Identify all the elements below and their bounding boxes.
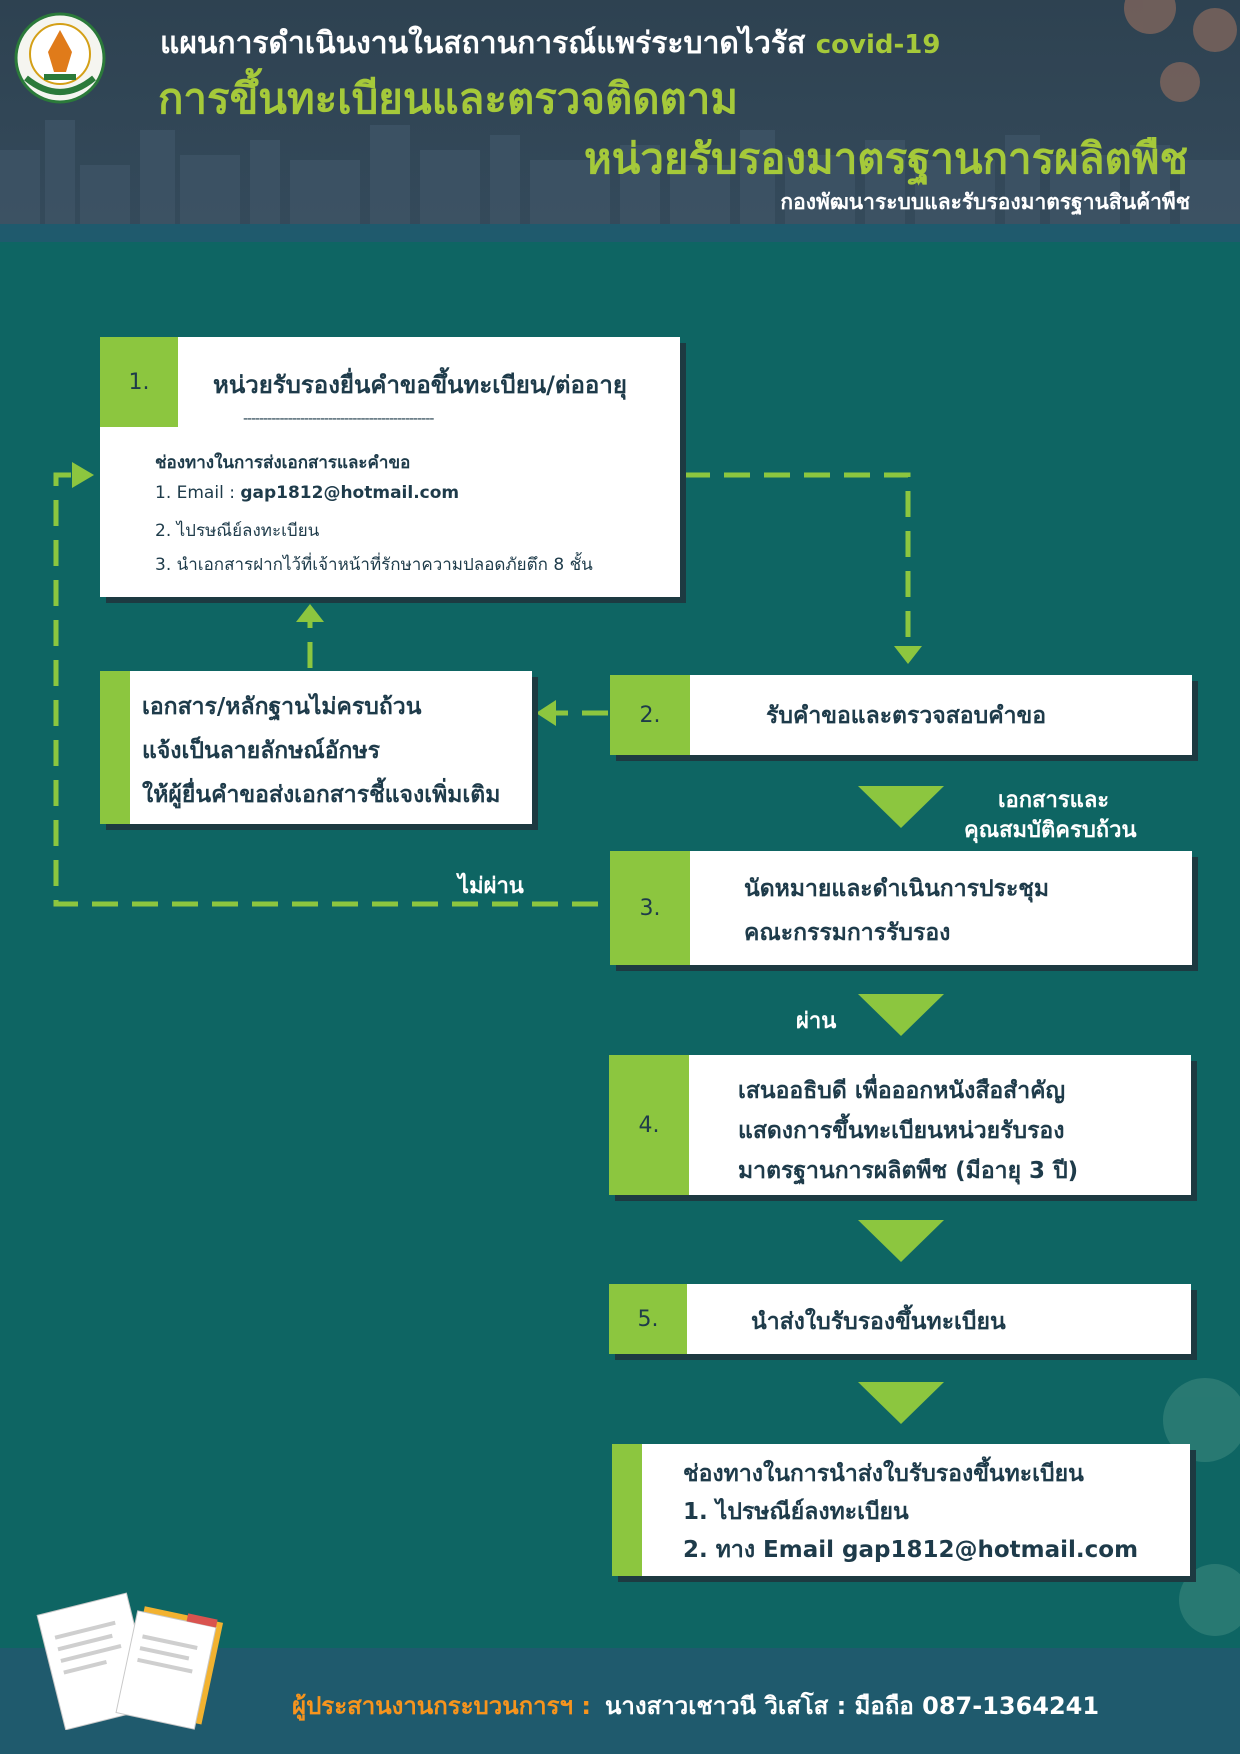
step1-box: 1. หน่วยรับรองยื่นคำขอขึ้นทะเบียน/ต่ออาย… (100, 337, 680, 597)
footer-coordinator-value: นางสาวเชาวนี วิเสโส : มือถือ 087-1364241 (605, 1692, 1100, 1720)
step2-box: 2. รับคำขอและตรวจสอบคำขอ (610, 675, 1192, 755)
step4-number: 4. (609, 1055, 689, 1195)
header-covid-label: covid-19 (815, 30, 941, 60)
label-fail: ไม่ผ่าน (458, 874, 524, 899)
department-logo (14, 12, 106, 104)
step2-title: รับคำขอและตรวจสอบคำขอ (766, 703, 1047, 729)
step1-channel-2: 2. ไปรษณีย์ลงทะเบียน (155, 521, 320, 541)
step1-channel-1: 1. Email : gap1812@hotmail.com (155, 483, 460, 503)
step3-line2: คณะกรรมการรับรอง (744, 920, 951, 946)
delivery-channels-box: ช่องทางในการนำส่งใบรับรองขึ้นทะเบียน 1. … (612, 1444, 1190, 1576)
delivery-title: ช่องทางในการนำส่งใบรับรองขึ้นทะเบียน (683, 1461, 1084, 1487)
step1-divider: ----------------------------------------… (243, 411, 434, 427)
triangle-step3-to-step4 (858, 994, 944, 1036)
step3-line1: นัดหมายและดำเนินการประชุม (744, 876, 1050, 902)
step5-title: นำส่งใบรับรองขึ้นทะเบียน (751, 1309, 1006, 1335)
header-title-line1: แผนการดำเนินงานในสถานการณ์แพร่ระบาดไวรัส… (160, 26, 941, 61)
arrowhead-into-step1-bottom (296, 604, 324, 622)
step4-line3: มาตรฐานการผลิตพืช (มีอายุ 3 ปี) (738, 1158, 1079, 1184)
arrowhead-into-incomplete (536, 700, 556, 726)
delivery-item-2: 2. ทาง Email gap1812@hotmail.com (683, 1537, 1139, 1563)
incomplete-line2: แจ้งเป็นลายลักษณ์อักษร (142, 738, 380, 764)
triangle-step2-to-step3 (858, 786, 944, 828)
step1-title: หน่วยรับรองยื่นคำขอขึ้นทะเบียน/ต่ออายุ (213, 371, 627, 399)
header-title-line2: การขึ้นทะเบียนและตรวจติดตาม (158, 74, 739, 123)
header-banner: แผนการดำเนินงานในสถานการณ์แพร่ระบาดไวรัส… (0, 0, 1240, 228)
step5-number: 5. (609, 1284, 687, 1354)
step1-channels-title: ช่องทางในการส่งเอกสารและคำขอ (155, 453, 411, 473)
step2-number: 2. (610, 675, 690, 755)
triangle-step5-to-delivery (858, 1382, 944, 1424)
step5-box: 5. นำส่งใบรับรองขึ้นทะเบียน (609, 1284, 1191, 1354)
step4-box: 4. เสนออธิบดี เพื่อออกหนังสือสำคัญ แสดงก… (609, 1055, 1191, 1195)
header-division: กองพัฒนาระบบและรับรองมาตรฐานสินค้าพืช (780, 190, 1190, 214)
header-title-line3: หน่วยรับรองมาตรฐานการผลิตพืช (583, 134, 1188, 183)
documents-illustration (36, 1592, 224, 1730)
step1-email: gap1812@hotmail.com (240, 483, 460, 503)
delivery-accent-bar (612, 1444, 642, 1576)
arrowhead-into-step1-left (72, 462, 94, 488)
triangle-step4-to-step5 (858, 1220, 944, 1262)
incomplete-line1: เอกสาร/หลักฐานไม่ครบถ้วน (142, 694, 422, 720)
label-complete-line2: คุณสมบัติครบถ้วน (964, 818, 1137, 843)
incomplete-accent-bar (100, 671, 130, 824)
incomplete-line3: ให้ผู้ยื่นคำขอส่งเอกสารชี้แจงเพิ่มเติม (142, 782, 501, 808)
city-skyline-decoration (0, 0, 1240, 228)
virus-decoration-top (1124, 0, 1237, 102)
header-divider-strip (0, 224, 1240, 242)
step4-line1: เสนออธิบดี เพื่อออกหนังสือสำคัญ (738, 1078, 1066, 1104)
step1-number: 1. (100, 337, 178, 427)
step3-number: 3. (610, 851, 690, 965)
arrowhead-into-step2 (894, 646, 922, 664)
label-pass: ผ่าน (796, 1009, 837, 1034)
footer-coordinator-label: ผู้ประสานงานกระบวนการฯ : (292, 1692, 591, 1720)
step4-line2: แสดงการขึ้นทะเบียนหน่วยรับรอง (738, 1118, 1065, 1144)
step1-channel-3: 3. นำเอกสารฝากไว้ที่เจ้าหน้าที่รักษาความ… (155, 555, 593, 575)
delivery-item-1: 1. ไปรษณีย์ลงทะเบียน (683, 1499, 909, 1525)
label-complete-line1: เอกสารและ (998, 788, 1110, 813)
step3-box: 3. นัดหมายและดำเนินการประชุม คณะกรรมการร… (610, 851, 1192, 965)
incomplete-documents-box: เอกสาร/หลักฐานไม่ครบถ้วน แจ้งเป็นลายลักษ… (100, 671, 532, 824)
connector-step1-to-step2 (684, 472, 911, 652)
